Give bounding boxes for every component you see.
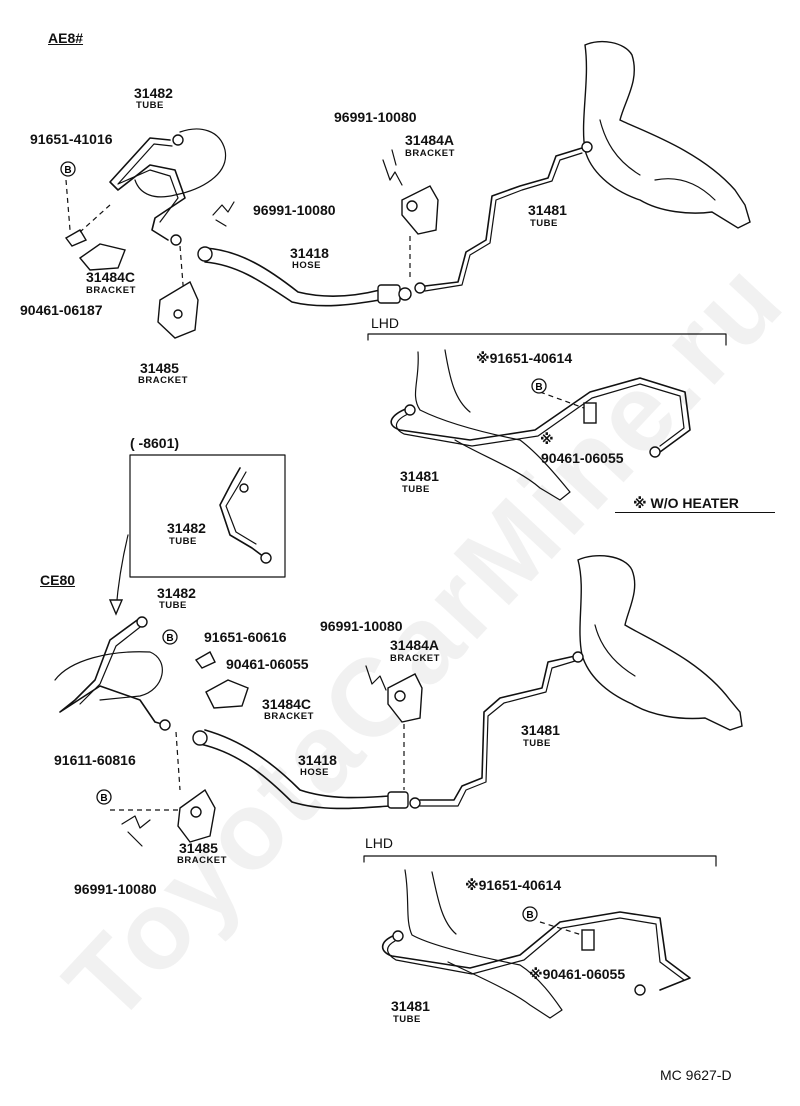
clip-96991-bottom-a: [365, 665, 387, 691]
marker-b-bottom: B: [162, 629, 178, 649]
label-31484a-top: 31484A: [405, 132, 455, 148]
label-90461-06187: 90461-06187: [20, 302, 103, 318]
clip-96991-top-b: [212, 201, 235, 227]
label-91651-41016: 91651-41016: [30, 131, 113, 147]
sublabel-31482-bottom: TUBE: [159, 600, 187, 611]
wo-heater-underline: [615, 512, 775, 513]
marker-b-lhd-top: B: [531, 378, 547, 398]
sublabel-31485-bottom: BRACKET: [177, 855, 227, 866]
label-31484c-top: 31484C: [86, 269, 136, 285]
label-31481-bottom: 31481: [521, 722, 560, 738]
sublabel-31482-inset: TUBE: [169, 536, 197, 547]
label-31482-inset: 31482: [167, 520, 206, 536]
label-31481-top: 31481: [528, 202, 567, 218]
marker-b-top: B: [60, 161, 76, 181]
inset-arrow: [115, 534, 129, 611]
lhd-bottom-bracket-line: [363, 855, 717, 867]
master-cylinder-top: [582, 40, 751, 229]
bolt-90461-bottom: [194, 651, 216, 669]
inset-range: ( -8601): [130, 435, 180, 451]
label-31482-top: 31482: [134, 85, 173, 101]
label-31418-top: 31418: [290, 245, 329, 261]
brake-tube-31482-top: [109, 137, 186, 241]
inset-tube: [219, 467, 269, 561]
label-lhd-bottom-31481: 31481: [391, 998, 430, 1014]
label-lhd-bottom-91651-40614: ※91651-40614: [465, 877, 562, 893]
bolt-90461-top: [64, 229, 88, 247]
label-96991-10080-top-b: 96991-10080: [253, 202, 336, 218]
brake-hose-31418-bottom: [204, 729, 391, 799]
sublabel-31418-bottom: HOSE: [300, 767, 329, 778]
engine-block-bottom: [54, 651, 163, 701]
sublabel-31482-top: TUBE: [136, 100, 164, 111]
section-ae8: AE8#: [48, 30, 84, 46]
asterisk-marker: ※: [540, 431, 554, 447]
svg-text:B: B: [166, 633, 173, 644]
marker-b-lhd-bottom: B: [522, 906, 538, 926]
engine-block-top: [134, 128, 227, 198]
label-31482-bottom: 31482: [157, 585, 196, 601]
lhd-bottom-cylinder: [404, 869, 563, 1019]
brake-tube-31481-top: [424, 147, 583, 287]
sublabel-31484c-top: BRACKET: [86, 285, 136, 296]
bracket-31484a-top: [401, 185, 439, 235]
label-lhd-bottom-90461-06055: ※90461-06055: [529, 966, 626, 982]
label-31484a-bottom: 31484A: [390, 637, 440, 653]
sublabel-31481-top: TUBE: [530, 218, 558, 229]
section-ce80: CE80: [40, 572, 76, 588]
label-lhd-top-31481: 31481: [400, 468, 439, 484]
label-lhd-top-91651-40614: ※91651-40614: [476, 350, 573, 366]
label-90461-06055-bottom: 90461-06055: [226, 656, 309, 672]
footer-code: MC 9627-D: [660, 1067, 732, 1083]
clip-96991-top-a: [382, 149, 403, 186]
lhd-bottom-tube: [381, 911, 691, 991]
label-31484c-bottom: 31484C: [262, 696, 312, 712]
bracket-31484c-top: [78, 243, 126, 271]
label-31485-bottom: 31485: [179, 840, 218, 856]
sublabel-lhd-top-31481: TUBE: [402, 484, 430, 495]
svg-text:B: B: [100, 793, 107, 804]
sublabel-31484a-top: BRACKET: [405, 148, 455, 159]
section-lhd-top: LHD: [371, 315, 400, 331]
label-96991-10080-top-a: 96991-10080: [334, 109, 417, 125]
label-lhd-top-90461-06055: 90461-06055: [541, 450, 624, 466]
section-lhd-bottom: LHD: [365, 835, 394, 851]
marker-b-bottom-2: B: [96, 789, 112, 809]
clip-96991-bottom-b: [121, 815, 151, 847]
sublabel-31485-top: BRACKET: [138, 375, 188, 386]
label-96991-10080-bottom-a: 96991-10080: [320, 618, 403, 634]
sublabel-31418-top: HOSE: [292, 260, 321, 271]
label-31485-top: 31485: [140, 360, 179, 376]
sublabel-31481-bottom: TUBE: [523, 738, 551, 749]
sublabel-31484a-bottom: BRACKET: [390, 653, 440, 664]
sublabel-31484c-bottom: BRACKET: [264, 711, 314, 722]
bracket-31484c-bottom: [205, 679, 249, 709]
lhd-top-cylinder: [414, 351, 571, 501]
label-31418-bottom: 31418: [298, 752, 337, 768]
svg-text:B: B: [535, 382, 542, 393]
label-91651-60616: 91651-60616: [204, 629, 287, 645]
brake-hose-31418-top: [204, 247, 381, 297]
svg-text:B: B: [526, 910, 533, 921]
label-96991-10080-bottom-b: 96991-10080: [74, 881, 157, 897]
brake-tube-31482-bottom: [59, 617, 163, 725]
label-91611-60816: 91611-60816: [54, 752, 136, 768]
inset-frame: [129, 454, 286, 578]
wo-heater-note: ※ W/O HEATER: [633, 495, 739, 511]
svg-text:B: B: [64, 165, 71, 176]
brake-tube-31481-bottom: [419, 655, 576, 801]
sublabel-lhd-bottom-31481: TUBE: [393, 1014, 421, 1025]
lhd-top-bracket-line: [367, 333, 727, 346]
